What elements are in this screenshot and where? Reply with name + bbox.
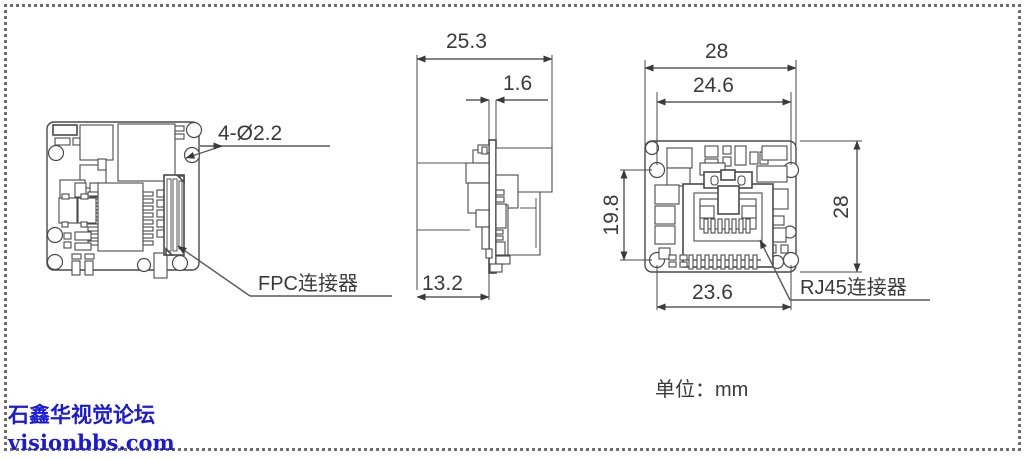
- rj45-side-l: [699, 205, 715, 219]
- rear-pad-1: [668, 254, 677, 261]
- ic-block-1: [79, 124, 114, 161]
- rear-hole-tl-edge: [644, 140, 660, 156]
- watermark-url: visionbbs.com: [7, 430, 175, 455]
- side-pin-stack: [489, 189, 511, 273]
- comp-dual-1: [58, 197, 78, 224]
- comp-lead-4: [80, 221, 88, 228]
- rj45-connector-label: RJ45连接器: [800, 276, 907, 299]
- side-comp-6: [465, 162, 490, 184]
- dim-25-3-label: 25.3: [446, 30, 487, 53]
- comp-dual-2: [77, 197, 97, 224]
- mounting-hole-mid: [183, 146, 201, 164]
- rj45-tab-hole-l: [710, 175, 719, 186]
- rear-comp-14: [654, 205, 676, 225]
- watermark-cn: 石鑫华视觉论坛: [7, 403, 155, 427]
- rear-comp-15: [654, 225, 676, 245]
- fpc-connector: [163, 174, 185, 256]
- rj45-tab-hole-r: [737, 175, 746, 186]
- dim-28-right-label: 28: [830, 195, 853, 218]
- fpc-callout-leader: [177, 245, 392, 297]
- mounting-hole-bl: [46, 253, 64, 271]
- rear-pad-3: [668, 261, 677, 268]
- side-comp-10: [485, 248, 493, 259]
- smd-pad-11: [153, 252, 168, 279]
- fpc-connector-label: FPC连接器: [258, 272, 358, 295]
- smd-pad-10: [84, 260, 94, 276]
- mounting-hole-tl: [47, 144, 65, 162]
- dim-13-2-label: 13.2: [422, 272, 463, 295]
- rear-comp-9: [761, 145, 788, 161]
- rear-comp-6: [734, 145, 747, 166]
- dim-19-8-label: 19.8: [600, 195, 623, 236]
- smd-pad-2: [72, 137, 81, 146]
- smd-cap-1: [97, 158, 107, 171]
- mounting-hole-br: [171, 254, 189, 272]
- smd-pad-4: [63, 241, 72, 249]
- front-view-group: 4-Ø2.2 FPC连接器: [46, 121, 392, 297]
- smd-pad-9: [71, 260, 81, 276]
- mounting-hole-tr: [185, 121, 203, 139]
- side-comp-9: [481, 226, 490, 250]
- rj45-side-r: [741, 205, 757, 219]
- rear-comp-1: [666, 147, 693, 169]
- dim-28-top-label: 28: [705, 40, 728, 63]
- top-connector: [52, 124, 78, 136]
- rear-comp-16: [658, 247, 671, 260]
- smd-pad-12: [174, 125, 185, 132]
- rear-comp-21: [780, 244, 789, 254]
- mounting-hole-bl2: [46, 226, 64, 244]
- ic-block-main: [117, 123, 176, 182]
- bottom-pin-header: [687, 254, 761, 270]
- rear-comp-5: [722, 156, 732, 167]
- rear-comp-13: [654, 184, 680, 205]
- dim-23-6-label: 23.6: [692, 281, 733, 304]
- hole-callout-leader: [185, 142, 330, 159]
- rear-view-group: 28 24.6 19.8 28 23.6: [600, 40, 930, 311]
- side-comp-7: [467, 182, 490, 214]
- rj45-latch: [720, 169, 736, 181]
- dim-1-6-label: 1.6: [503, 72, 532, 95]
- rj45-key: [717, 185, 740, 215]
- side-comp-5: [481, 146, 488, 155]
- smd-pad-13: [174, 133, 185, 140]
- rj45-contacts: [703, 218, 751, 234]
- side-comp-8: [475, 209, 490, 228]
- rear-comp-4: [722, 145, 732, 155]
- comp-lead-2: [80, 193, 89, 200]
- smd-pad-6: [74, 242, 92, 251]
- rear-comp-12: [756, 165, 788, 183]
- smd-pad-8: [84, 253, 95, 260]
- pad-row-right: [142, 191, 154, 246]
- rear-pad-2: [679, 254, 688, 261]
- mounting-hole-bc: [136, 257, 152, 273]
- hole-spec-label: 4-Ø2.2: [218, 122, 282, 145]
- comp-lead-3: [61, 221, 69, 228]
- smd-pad-1: [54, 137, 71, 146]
- smd-pad-7: [71, 253, 82, 260]
- ic-block-center: [97, 182, 144, 252]
- side-view-group: 25.3 1.6 13.2: [416, 30, 553, 301]
- rear-comp-2: [704, 145, 719, 158]
- rear-pad-4: [679, 261, 688, 268]
- unit-note: 单位：mm: [655, 378, 748, 401]
- comp-lead-1: [61, 193, 70, 200]
- dim-24-6-label: 24.6: [693, 74, 734, 97]
- rj45-callout-leader: [759, 239, 930, 301]
- smd-pad-5: [74, 231, 92, 241]
- smd-pad-3: [63, 232, 72, 240]
- rear-comp-7: [749, 151, 759, 165]
